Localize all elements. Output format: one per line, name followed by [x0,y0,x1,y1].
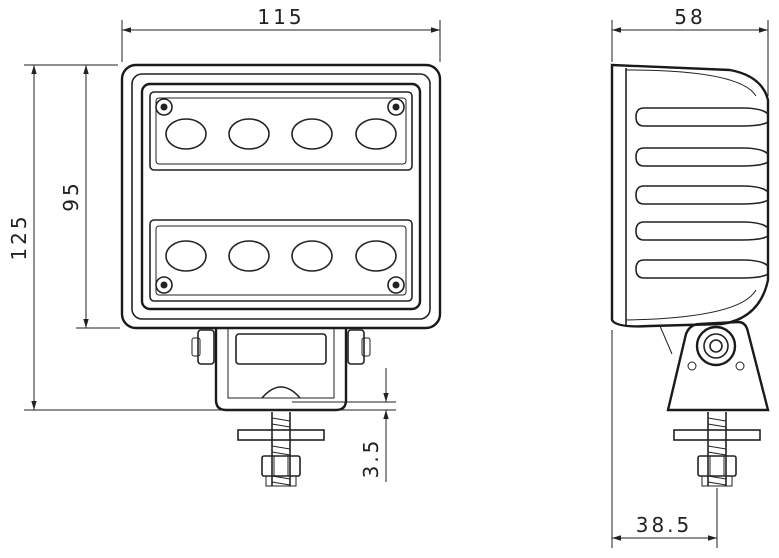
dim-base: 38.5 [611,330,718,548]
dim-overall-height: 125 [7,64,396,411]
dim-width: 115 [121,5,441,62]
led-lower-3 [291,240,333,272]
led-lower-4 [355,240,397,272]
lens-frame [140,82,422,311]
side-bracket [659,320,770,412]
lower-lens-panel-inner [155,225,407,296]
screw-bottom-left [155,276,173,294]
led-upper-4 [355,118,397,150]
lower-lens-panel [149,219,413,302]
led-upper-3 [291,118,333,150]
upper-lens-panel [149,91,413,171]
side-view: 58 38.5 [610,5,770,548]
dim-housing-height: 95 [59,65,120,329]
side-body [610,63,770,328]
cooling-fins [635,107,769,279]
dim-stud: 3.5 [292,368,396,482]
housing-inner [131,73,431,320]
mounting-stud [237,412,325,487]
dim-stud-label: 3.5 [359,438,383,479]
dim-width-label: 115 [257,5,304,29]
led-lower-1 [165,240,207,272]
screw-top-left [155,98,173,116]
dim-depth-label: 58 [674,5,705,29]
mounting-bracket [191,328,371,412]
side-stud [673,412,761,487]
dim-housing-height-label: 95 [59,180,83,211]
dim-overall-height-label: 125 [7,213,31,260]
screw-bottom-right [387,276,405,294]
dim-base-label: 38.5 [636,513,693,537]
led-lower-2 [228,240,270,272]
housing-outer [120,63,442,330]
dim-depth: 58 [611,5,769,96]
led-upper-2 [228,118,270,150]
screw-top-right [387,98,405,116]
upper-lens-panel-inner [155,97,407,165]
led-upper-1 [165,118,207,150]
front-view: 115 125 95 3.5 [7,5,442,487]
